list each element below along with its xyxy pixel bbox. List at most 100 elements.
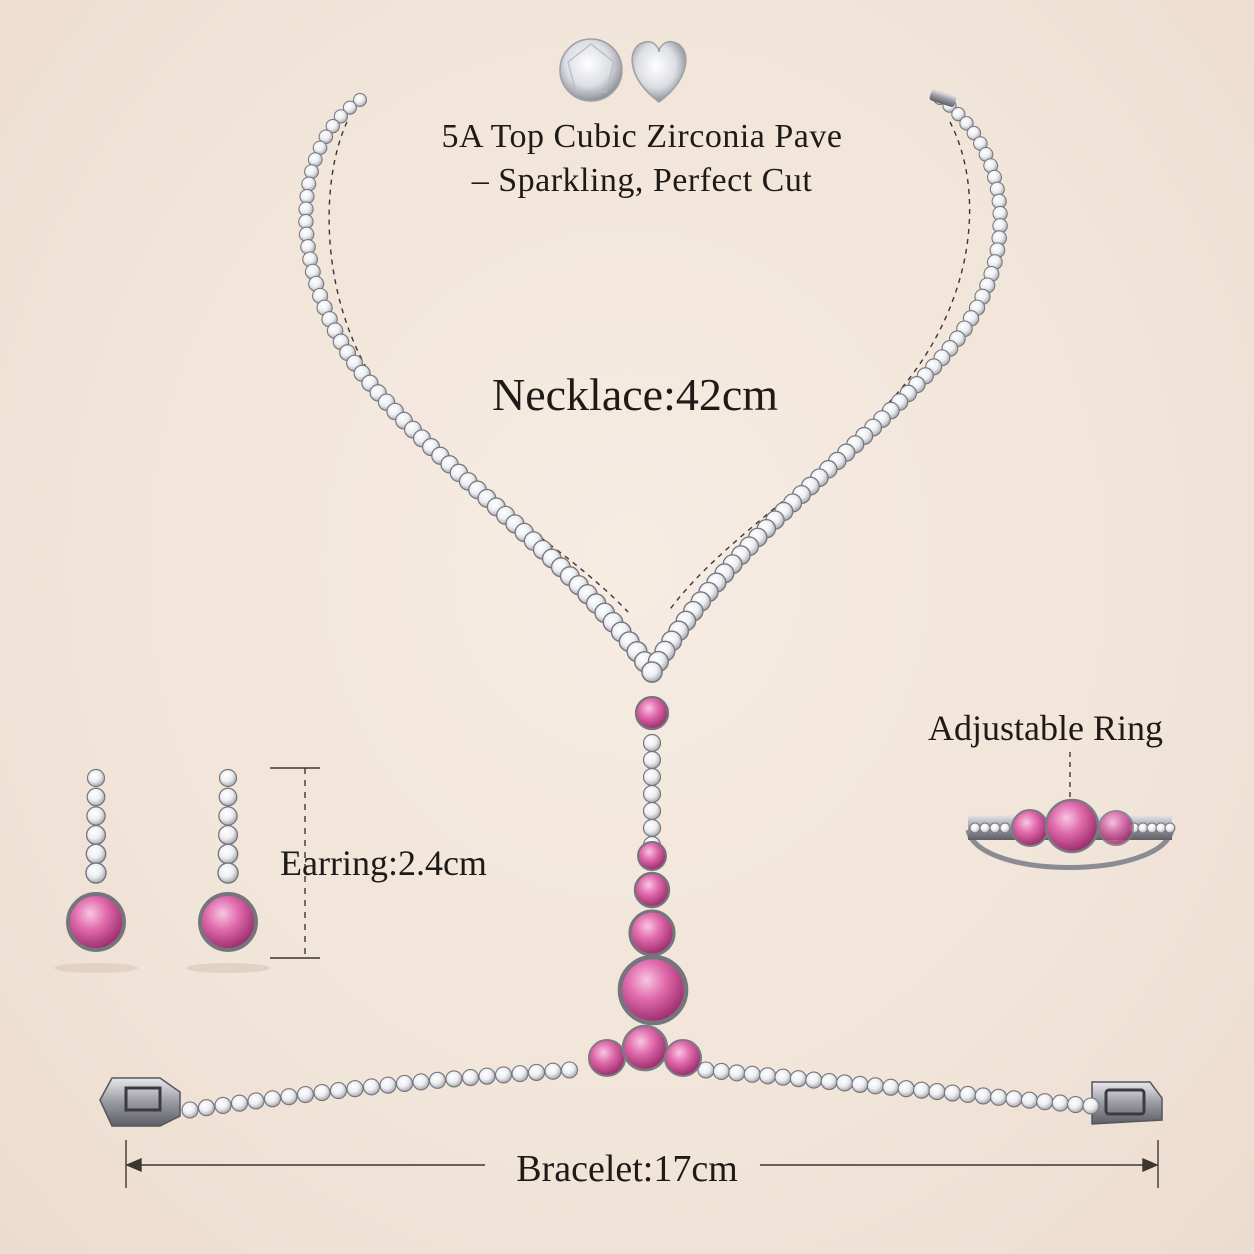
earring-stone [218, 806, 238, 826]
bracelet-length-label: Bracelet:17cm [516, 1148, 738, 1190]
bracelet-stone [897, 1080, 915, 1098]
bracelet-stone [560, 1061, 579, 1079]
bracelet-stone [461, 1068, 480, 1087]
necklace-pink-stone [628, 909, 676, 957]
bracelet-stone [1082, 1097, 1100, 1115]
bracelet-stone [313, 1083, 331, 1102]
necklace-clasp [929, 89, 957, 107]
bracelet-stone [214, 1096, 232, 1115]
bracelet-clasp-left [99, 1077, 181, 1127]
necklace-pink-stone [633, 871, 671, 909]
necklace-drop-stone [642, 750, 662, 770]
bracelet-stone [805, 1071, 823, 1089]
necklace-stone [342, 100, 357, 115]
bracelet-stone [412, 1073, 430, 1091]
necklace-drop-stone [642, 784, 662, 804]
bracelet-stone [943, 1084, 961, 1102]
bracelet-stone [527, 1063, 546, 1081]
bracelet-stone [263, 1090, 282, 1108]
earring-length-label: Earring:2.4cm [280, 843, 487, 883]
bracelet-stone [990, 1088, 1008, 1106]
bracelet-stone [445, 1070, 463, 1088]
earring-stone [86, 806, 106, 826]
bracelet-stone [494, 1066, 513, 1084]
earring-stone [86, 787, 106, 807]
bracelet-stone [913, 1081, 931, 1099]
ring-label: Adjustable Ring [928, 708, 1163, 748]
necklace-pink-stone [637, 841, 667, 871]
necklace-stone [353, 93, 367, 107]
bracelet-stone [866, 1077, 884, 1095]
bracelet-stone [379, 1076, 397, 1094]
bracelet-stone [428, 1071, 447, 1089]
necklace-drop-stone [642, 801, 662, 821]
necklace-drop-stone [642, 818, 662, 838]
bracelet-stone [544, 1062, 562, 1080]
bracelet-stone [511, 1065, 529, 1083]
bracelet-stone [728, 1064, 746, 1082]
bracelet-stone [230, 1094, 249, 1112]
necklace-stone [333, 109, 348, 124]
bracelet-stone [759, 1067, 777, 1085]
bracelet-clasp-right [1091, 1081, 1163, 1125]
bracelet-stone [712, 1062, 730, 1080]
bracelet-stone [789, 1070, 807, 1088]
bracelet-stone [247, 1092, 265, 1110]
bracelet-stone [1005, 1090, 1023, 1108]
necklace-pink-stone [634, 695, 670, 731]
ring-pave-stone [969, 822, 981, 834]
necklace-drop-stone [642, 767, 662, 787]
bracelet-stone [774, 1068, 792, 1086]
bracelet-stone [1036, 1093, 1054, 1111]
bracelet-stone [395, 1074, 414, 1093]
necklace-pendant-stone [617, 954, 689, 1026]
bracelet-stone [197, 1099, 216, 1117]
earring-stone [85, 843, 107, 865]
necklace-length-label: Necklace:42cm [492, 369, 779, 420]
ring-pave-stone [999, 822, 1011, 834]
necklace-stone [966, 125, 982, 141]
bracelet-stone [296, 1085, 315, 1104]
necklace [298, 89, 1008, 1026]
bracelet-stone [1067, 1096, 1085, 1114]
adjustable-ring [965, 798, 1176, 870]
bracelet-stone [928, 1083, 946, 1101]
earring-stone [218, 768, 238, 788]
earring-stone [85, 824, 107, 846]
ring-pave-stone [979, 822, 991, 834]
earring-stone [217, 824, 239, 846]
round-cut-zirconia-icon [559, 38, 623, 102]
earring-stone [217, 862, 239, 884]
bracelet-stone [181, 1101, 199, 1119]
bracelet-stone [743, 1065, 761, 1083]
earring-stone [85, 862, 107, 884]
earring-left [66, 768, 126, 952]
earring-stone [218, 787, 238, 807]
bracelet [99, 1024, 1163, 1127]
bracelet-stone [1051, 1094, 1069, 1112]
earring-measure-guide [270, 767, 320, 959]
earring-pink-stone [198, 892, 258, 952]
earring-right [198, 768, 258, 952]
zirconia-caption-line1: 5A Top Cubic Zirconia Pave [441, 118, 843, 155]
bracelet-stone [836, 1074, 854, 1092]
necklace-stone [325, 118, 340, 134]
bracelet-stone [329, 1082, 348, 1100]
bracelet-stone [974, 1087, 992, 1105]
earring-pink-stone [66, 892, 126, 952]
bracelet-stone [851, 1075, 869, 1093]
necklace-stone [959, 116, 974, 131]
zirconia-caption-line2: – Sparkling, Perfect Cut [471, 162, 813, 199]
necklace-stone [318, 129, 334, 144]
bracelet-stone [346, 1080, 364, 1098]
bracelet-stone [820, 1072, 838, 1091]
bracelet-stone [1020, 1091, 1038, 1109]
heart-cut-zirconia-icon [631, 40, 687, 103]
ring-pave-stone [1164, 822, 1176, 834]
bracelet-stone [362, 1078, 381, 1096]
earring-stone [217, 843, 239, 865]
necklace-stone [951, 107, 966, 122]
necklace-drop-stone [642, 733, 662, 753]
